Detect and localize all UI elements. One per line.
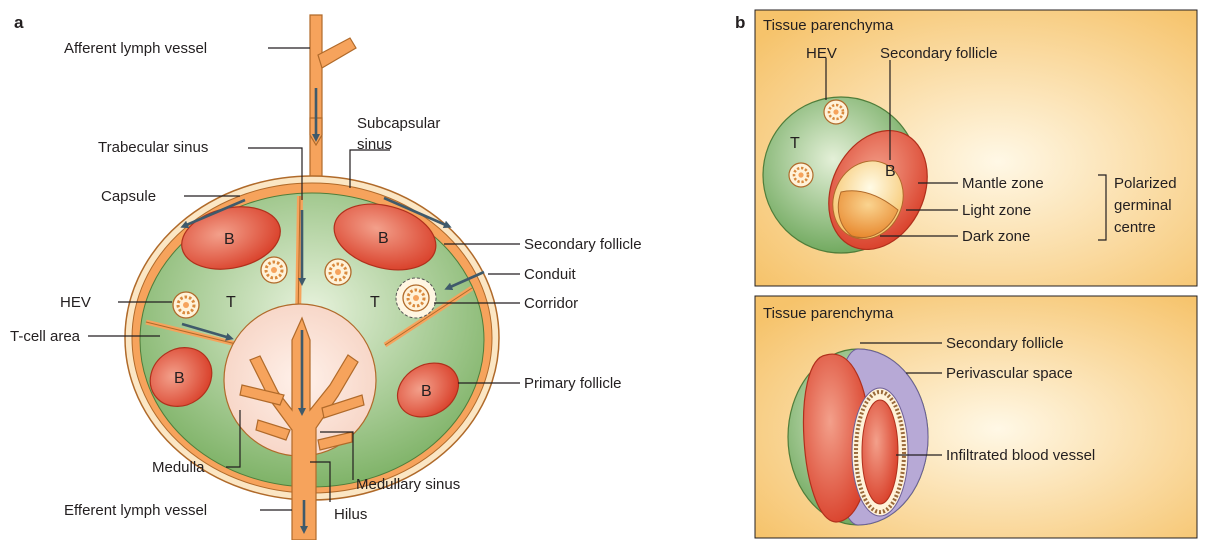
marker-b-4: B	[421, 383, 432, 400]
label-trabecular-sinus: Trabecular sinus	[98, 139, 208, 156]
label-centre: centre	[1114, 219, 1156, 236]
label-tcell-area: T-cell area	[10, 328, 81, 345]
label-corridor: Corridor	[524, 295, 578, 312]
panel-a-letter: a	[14, 13, 24, 32]
marker-b-2: B	[378, 230, 389, 247]
marker-t-b: T	[790, 135, 800, 152]
label-capsule: Capsule	[101, 188, 156, 205]
label-germinal: germinal	[1114, 197, 1172, 214]
label-afferent: Afferent lymph vessel	[64, 40, 207, 57]
label-light-zone: Light zone	[962, 202, 1031, 219]
marker-b-1: B	[224, 231, 235, 248]
label-subcapsular-2: sinus	[357, 136, 392, 153]
marker-t-1: T	[226, 294, 236, 311]
marker-b-3: B	[174, 370, 185, 387]
label-polarized: Polarized	[1114, 175, 1177, 192]
label-hilus: Hilus	[334, 506, 367, 523]
label-mantle-zone: Mantle zone	[962, 175, 1044, 192]
panel-b-bottom	[755, 296, 1197, 538]
label-subcapsular-1: Subcapsular	[357, 115, 440, 132]
label-secondary-follicle-c: Secondary follicle	[946, 335, 1064, 352]
label-tissue-parenchyma-bottom: Tissue parenchyma	[763, 305, 894, 322]
label-infiltrated-blood-vessel: Infiltrated blood vessel	[946, 447, 1095, 464]
label-efferent: Efferent lymph vessel	[64, 502, 207, 519]
label-tissue-parenchyma-top: Tissue parenchyma	[763, 17, 894, 34]
label-primary-follicle: Primary follicle	[524, 375, 622, 392]
panel-b-letter: b	[735, 13, 745, 32]
label-medullary-sinus: Medullary sinus	[356, 476, 460, 493]
label-secondary-follicle-a: Secondary follicle	[524, 236, 642, 253]
marker-t-2: T	[370, 294, 380, 311]
label-dark-zone: Dark zone	[962, 228, 1030, 245]
label-perivascular-space: Perivascular space	[946, 365, 1073, 382]
label-hev-b: HEV	[806, 45, 837, 62]
label-medulla: Medulla	[152, 459, 205, 476]
label-conduit: Conduit	[524, 266, 577, 283]
marker-b-b: B	[885, 163, 896, 180]
label-secondary-follicle-b: Secondary follicle	[880, 45, 998, 62]
label-hev-a: HEV	[60, 294, 91, 311]
